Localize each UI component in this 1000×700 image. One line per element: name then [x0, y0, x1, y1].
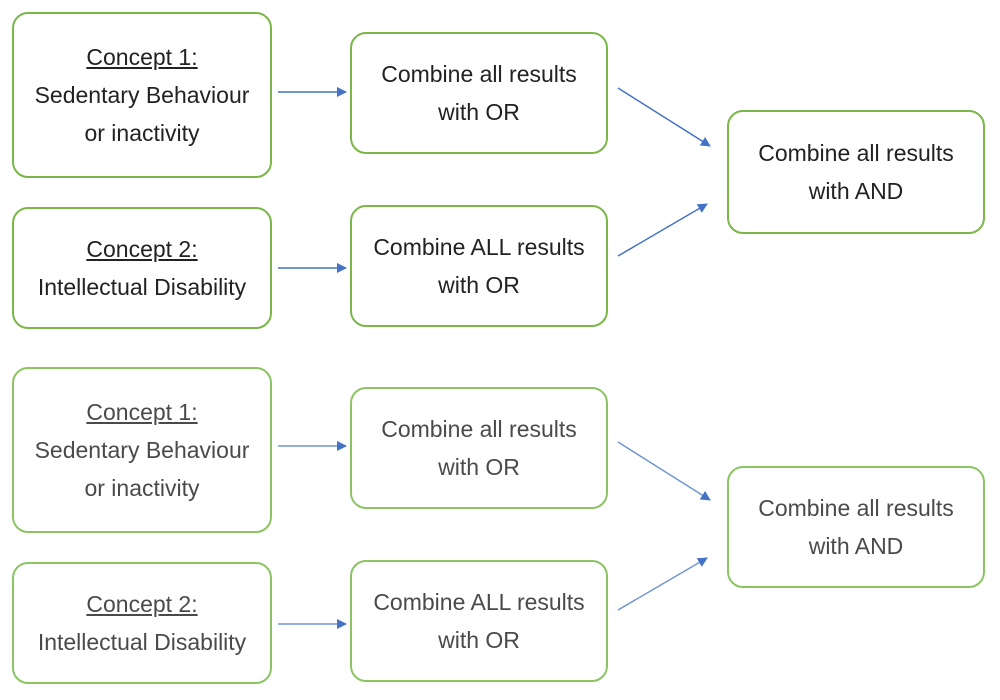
- combine-or-1-line2-bottom: with OR: [438, 454, 520, 480]
- concept-1-box-bottom: Concept 1: Sedentary Behaviour or inacti…: [12, 367, 272, 533]
- arrow-or2-to-and-bottom: [617, 557, 708, 611]
- combine-or-2-line1-bottom: Combine ALL results: [373, 589, 585, 615]
- combine-or-box-2: Combine ALL results with OR: [350, 205, 608, 327]
- concept-2-line1-bottom: Intellectual Disability: [37, 629, 247, 655]
- combine-or-2-line1: Combine ALL results: [373, 234, 585, 260]
- combine-and-line1-bottom: Combine all results: [758, 495, 954, 521]
- arrow-or1-to-and: [617, 87, 711, 147]
- combine-and-line2-bottom: with AND: [808, 533, 904, 559]
- combine-or-1-line1: Combine all results: [381, 61, 577, 87]
- concept-1-title: Concept 1:: [86, 44, 198, 70]
- arrow-or1-to-and-bottom: [617, 441, 711, 501]
- combine-or-1-line2: with OR: [438, 99, 520, 125]
- concept-2-box: Concept 2: Intellectual Disability: [12, 207, 272, 329]
- concept-1-line1-bottom: Sedentary Behaviour: [34, 437, 250, 463]
- combine-and-line1: Combine all results: [758, 140, 954, 166]
- combine-and-box: Combine all results with AND: [727, 110, 985, 234]
- concept-2-line1: Intellectual Disability: [37, 274, 247, 300]
- concept-1-line1: Sedentary Behaviour: [34, 82, 250, 108]
- combine-or-1-line1-bottom: Combine all results: [381, 416, 577, 442]
- combine-or-2-line2: with OR: [438, 272, 520, 298]
- concept-1-title-bottom: Concept 1:: [86, 399, 198, 425]
- combine-or-2-line2-bottom: with OR: [438, 627, 520, 653]
- concept-1-box: Concept 1: Sedentary Behaviour or inacti…: [12, 12, 272, 178]
- combine-and-line2: with AND: [808, 178, 904, 204]
- arrow-or2-to-and: [617, 203, 708, 257]
- combine-or-box-1-bottom: Combine all results with OR: [350, 387, 608, 509]
- concept-2-title-bottom: Concept 2:: [86, 591, 198, 617]
- concept-1-line2-bottom: or inactivity: [84, 475, 200, 501]
- concept-2-box-bottom: Concept 2: Intellectual Disability: [12, 562, 272, 684]
- combine-and-box-bottom: Combine all results with AND: [727, 466, 985, 588]
- combine-or-box-1: Combine all results with OR: [350, 32, 608, 154]
- concept-2-title: Concept 2:: [86, 236, 198, 262]
- combine-or-box-2-bottom: Combine ALL results with OR: [350, 560, 608, 682]
- concept-1-line2: or inactivity: [84, 120, 200, 146]
